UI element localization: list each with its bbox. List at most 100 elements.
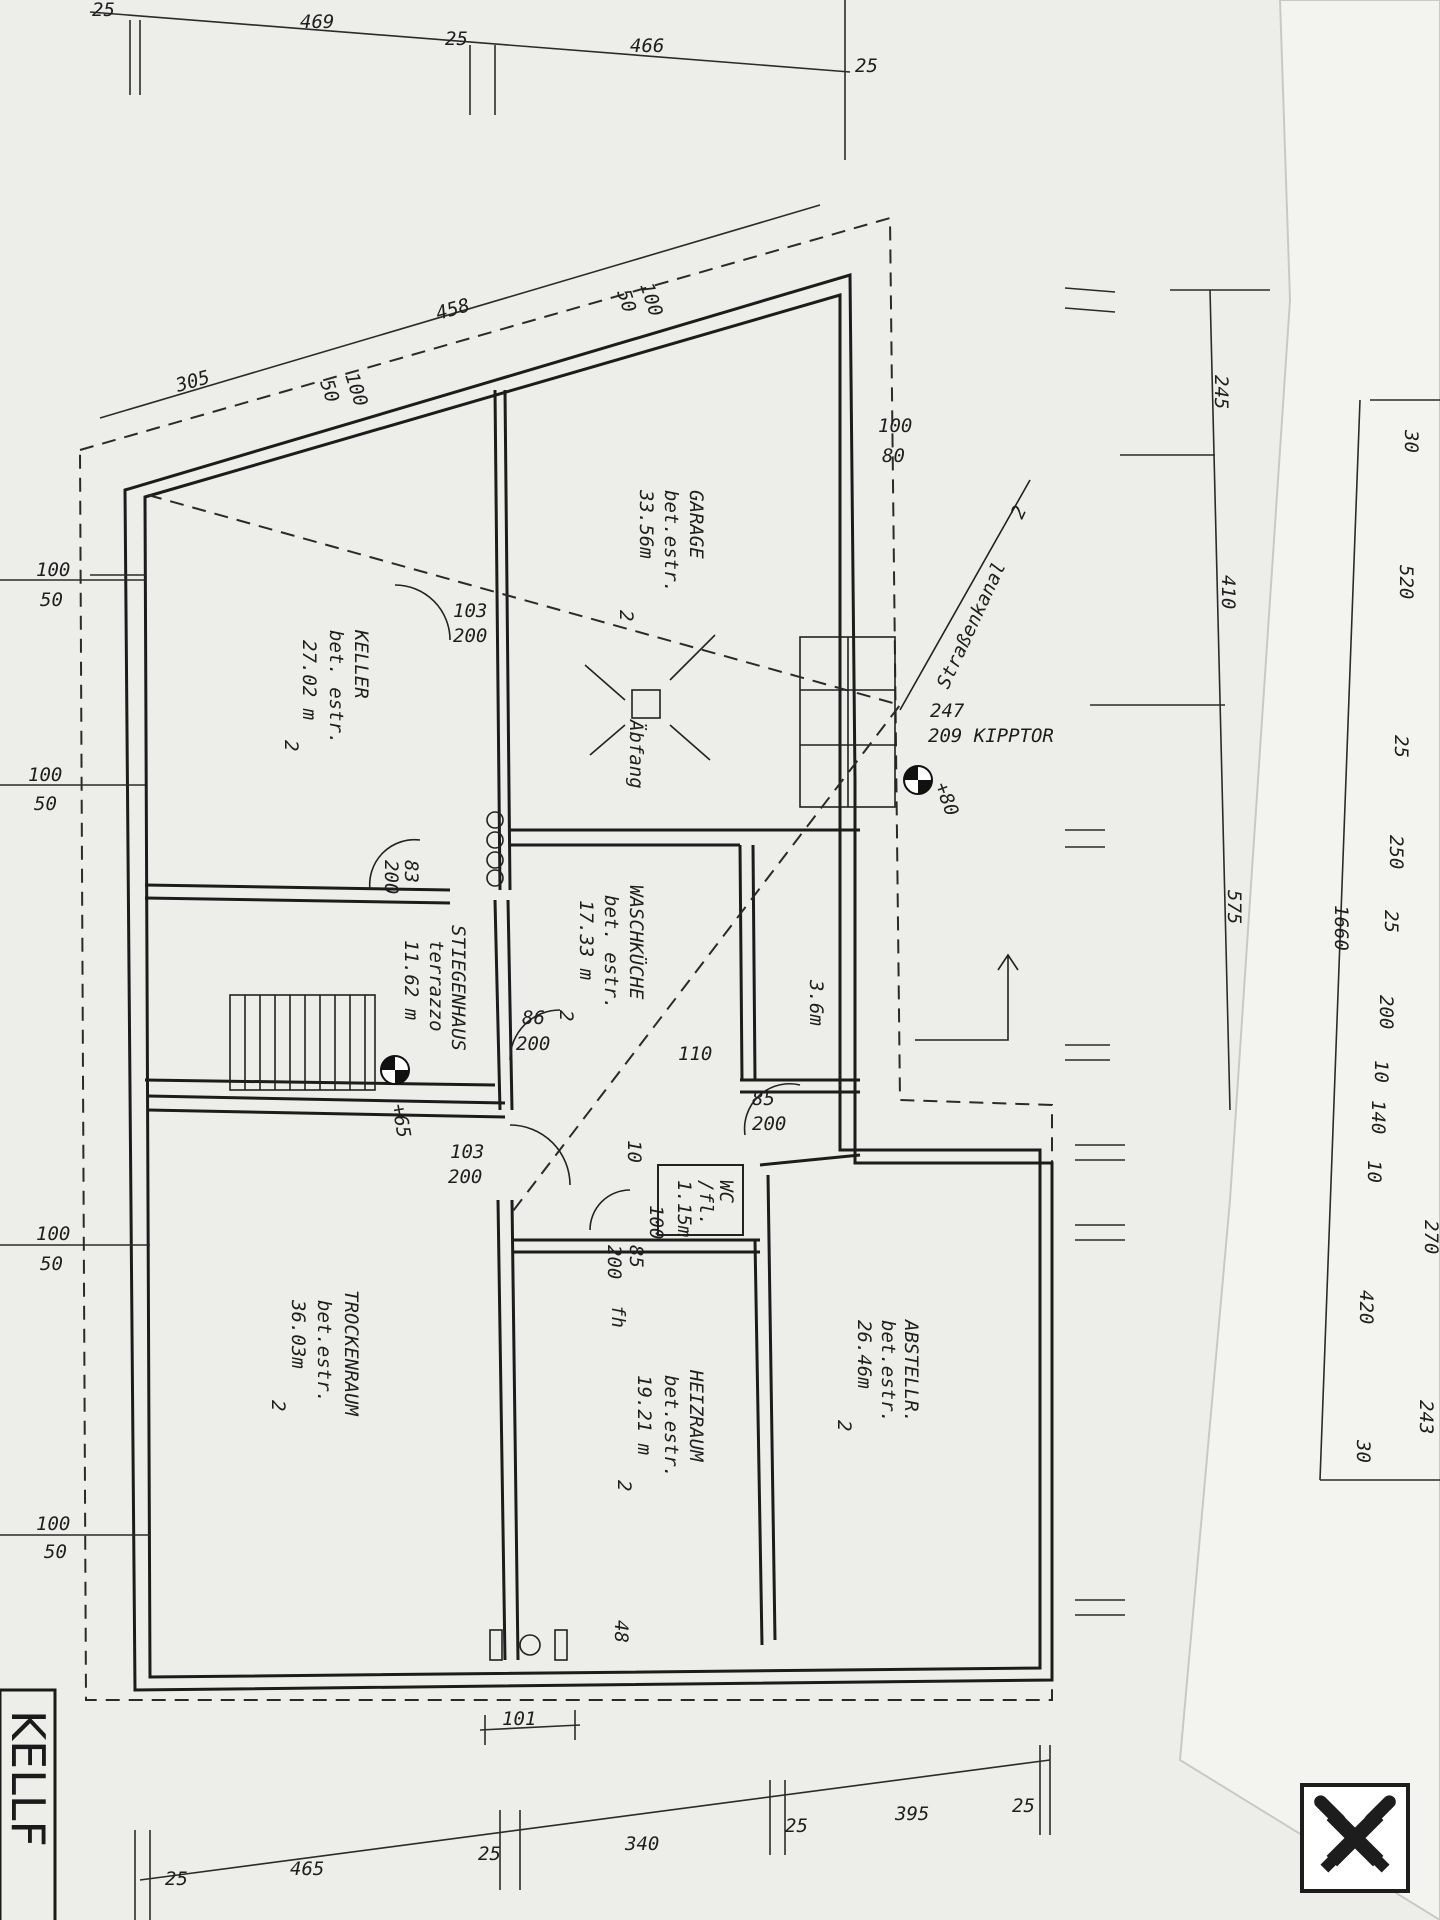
dim-right-1: 410 bbox=[1217, 575, 1239, 609]
door-dim-9: 200 bbox=[752, 1113, 786, 1135]
dim-bottom-4: 25 bbox=[785, 1815, 808, 1837]
dim-diag-3: 50 bbox=[315, 377, 343, 406]
dim-far-right-8: 10 bbox=[1363, 1160, 1385, 1183]
dim-top-0: 25 bbox=[92, 0, 115, 21]
drain-line bbox=[147, 494, 902, 1216]
stiegenhaus-area: 11.62 m bbox=[400, 940, 422, 1020]
level-marker-stair bbox=[380, 1055, 410, 1085]
wc-area: 1.15m bbox=[673, 1180, 695, 1237]
door-dim-3: 200 bbox=[380, 860, 402, 894]
dim-left-1: 50 bbox=[40, 589, 63, 611]
dim-left-2: 100 bbox=[28, 764, 62, 786]
level-marker-garage bbox=[903, 765, 933, 795]
entry-arrow bbox=[915, 953, 1019, 1041]
door-dim-0: 103 bbox=[453, 600, 487, 622]
heizraum-area: 19.21 m bbox=[633, 1375, 655, 1455]
kipptor-width: 247 bbox=[930, 700, 965, 722]
room-keller: KELLER bet. estr. 27.02 m 2 bbox=[280, 629, 372, 751]
dim-bottom-5: 395 bbox=[894, 1803, 929, 1825]
dim-bottom-6: 25 bbox=[1012, 1795, 1035, 1817]
garage-area: 33.56m bbox=[635, 489, 657, 559]
dim-left: 100 50 100 50 100 50 100 50 bbox=[28, 559, 70, 1563]
garage-door-area bbox=[584, 634, 896, 808]
dim-left-6: 100 bbox=[36, 1513, 70, 1535]
keller-area: 27.02 m bbox=[298, 640, 320, 720]
wc-name: WC bbox=[715, 1180, 737, 1203]
dim-far-right-12: 270 bbox=[1420, 1220, 1440, 1254]
level-garage-label: +80 bbox=[930, 779, 962, 819]
dim-far-right-6: 10 bbox=[1370, 1060, 1392, 1083]
second-paper-sheet bbox=[1178, 0, 1440, 1920]
level-stair-label: +65 bbox=[387, 1102, 415, 1140]
brand-logo bbox=[1300, 1783, 1410, 1893]
dim-doors: 103 200 83 200 86 200 103 200 85 200 85 … bbox=[380, 415, 912, 1730]
heizraum-name: HEIZRAUM bbox=[685, 1369, 707, 1462]
dim-top-4: 25 bbox=[855, 55, 878, 77]
room-stiegenhaus: STIEGENHAUS terrazzo 11.62 m bbox=[400, 925, 469, 1051]
dim-far-right-10: 30 bbox=[1352, 1439, 1374, 1463]
door-dim-15: 100 bbox=[878, 415, 912, 437]
dim-far-right: 30 520 25 250 25 200 10 140 10 420 30 16… bbox=[1330, 429, 1440, 1463]
door-dim-5: 200 bbox=[516, 1033, 550, 1055]
dim-diag-1: 458 bbox=[433, 294, 472, 325]
dim-bottom-0: 25 bbox=[165, 1868, 188, 1890]
trockenraum-floor: bet.estr. bbox=[313, 1300, 335, 1403]
dim-far-right-1: 520 bbox=[1395, 565, 1417, 599]
dim-far-right-5: 200 bbox=[1375, 995, 1397, 1029]
outer-wall bbox=[123, 272, 1054, 1692]
dim-diag-4: 100 bbox=[635, 280, 667, 319]
door-dim-2: 83 bbox=[400, 860, 422, 883]
dim-top-3: 466 bbox=[630, 35, 664, 57]
dim-bottom-3: 340 bbox=[624, 1833, 659, 1855]
abstellr-area-exp: 2 bbox=[833, 1420, 855, 1431]
door-swings bbox=[368, 584, 801, 1231]
trockenraum-name: TROCKENRAUM bbox=[340, 1290, 362, 1416]
room-small: 3.6m bbox=[805, 979, 827, 1026]
door-dim-18: 48 bbox=[610, 1620, 632, 1643]
dim-right: 245 410 575 bbox=[1210, 375, 1245, 924]
heizraum-area-exp: 2 bbox=[613, 1480, 635, 1491]
outer-wall-inner bbox=[143, 293, 1042, 1679]
waschkueche-name: WASCHKÜCHE bbox=[625, 885, 648, 1000]
garage-floor: bet.estr. bbox=[660, 490, 682, 593]
door-dim-4: 86 bbox=[522, 1007, 545, 1029]
waschkueche-area: 17.33 m bbox=[575, 900, 597, 980]
door-dim-6: 103 bbox=[450, 1141, 484, 1163]
keller-area-exp: 2 bbox=[280, 740, 302, 751]
door-dim-8: 85 bbox=[752, 1088, 775, 1110]
dim-bottom: 25 465 25 340 25 395 25 bbox=[165, 1795, 1035, 1890]
kipptor-label: 209 KIPPTOR bbox=[928, 725, 1054, 747]
keller-name: KELLER bbox=[350, 629, 372, 699]
door-dim-11: 200 bbox=[603, 1245, 625, 1279]
ablauf-label: Äbfang bbox=[625, 719, 648, 789]
room-wc: WC /fl. 1.15m bbox=[657, 1164, 744, 1237]
dim-top-2: 25 bbox=[445, 28, 468, 50]
strassenkanal-label: Straßenkanal bbox=[933, 558, 1011, 692]
stiegenhaus-floor: terrazzo bbox=[425, 940, 447, 1032]
door-dim-1: 200 bbox=[453, 625, 487, 647]
wc-sub: /fl. bbox=[695, 1180, 717, 1226]
room-trockenraum: TROCKENRAUM bet.estr. 36.03m 2 bbox=[267, 1290, 362, 1416]
dim-right-2: 575 bbox=[1223, 890, 1245, 924]
logo-cross-icon bbox=[1314, 1795, 1396, 1873]
dim-diag-0: 305 bbox=[172, 366, 212, 397]
dim-diag-2: 100 bbox=[340, 370, 372, 409]
abstellr-area: 26.46m bbox=[853, 1320, 875, 1389]
room-waschkueche: WASCHKÜCHE bet. estr. 17.33 m 2 bbox=[555, 885, 648, 1021]
title-frame bbox=[0, 1688, 57, 1920]
waschkueche-area-exp: 2 bbox=[555, 1010, 577, 1021]
dim-far-right-0: 30 bbox=[1400, 429, 1422, 453]
dim-left-0: 100 bbox=[36, 559, 70, 581]
strassenkanal-line bbox=[899, 479, 1031, 711]
door-dim-12: 110 bbox=[678, 1043, 712, 1065]
door-dim-7: 200 bbox=[448, 1166, 482, 1188]
plan-title-partial: KELLF bbox=[1, 1710, 55, 1847]
door-dim-10: 85 bbox=[625, 1245, 647, 1268]
dim-far-right-2: 25 bbox=[1390, 735, 1412, 758]
door-dim-17: 101 bbox=[502, 1708, 536, 1730]
trockenraum-area-exp: 2 bbox=[267, 1400, 289, 1411]
door-dim-14: 100 bbox=[645, 1205, 667, 1239]
abstellr-floor: bet.estr. bbox=[877, 1320, 899, 1423]
dim-left-3: 50 bbox=[34, 793, 57, 815]
